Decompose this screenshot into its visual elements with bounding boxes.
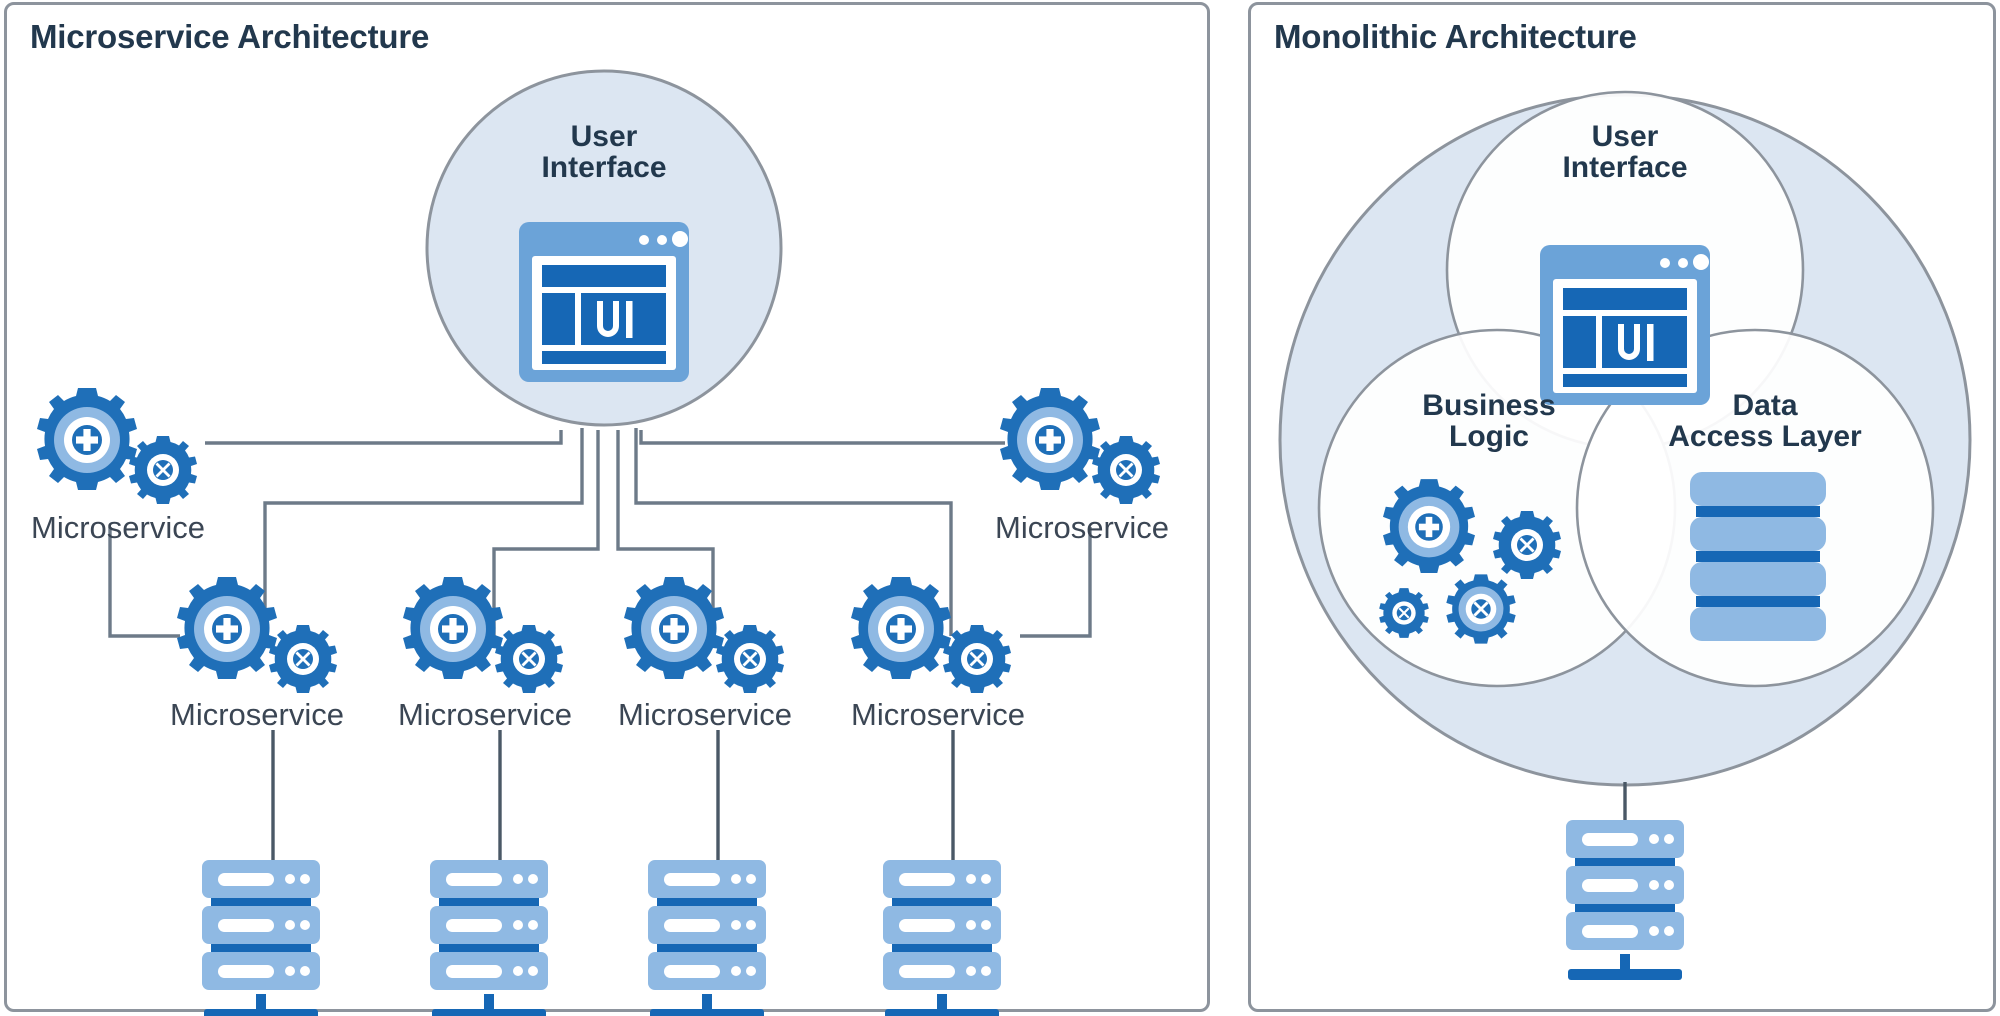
monolith-label-data-access-layer: Data Access Layer xyxy=(1668,389,1862,453)
monolith-label-business-logic: Business Logic xyxy=(1422,389,1556,453)
page-title-microservice: Microservice Architecture xyxy=(30,18,430,55)
microservice-label-upper-left: Microservice xyxy=(31,510,205,545)
microservice-label-lower-4: Microservice xyxy=(851,697,1025,732)
monolith-label-bl-line2: Logic xyxy=(1448,419,1529,453)
monolith-label-dal-line2: Access Layer xyxy=(1668,419,1862,453)
monolith-label-ui-line2: Interface xyxy=(1562,150,1688,184)
microservice-label-lower-1: Microservice xyxy=(170,697,344,732)
ui-circle-label-line2: Interface xyxy=(541,150,667,184)
page-title-monolithic: Monolithic Architecture xyxy=(1274,18,1637,55)
monolith-label-dal-line1: Data xyxy=(1732,389,1798,422)
ui-circle-label-line1: User xyxy=(570,120,638,153)
microservice-label-upper-right: Microservice xyxy=(995,510,1169,545)
monolith-label-user-interface: User Interface xyxy=(1562,120,1688,184)
monolith-label-bl-line1: Business xyxy=(1422,389,1556,422)
ui-circle-label-microservice: User Interface xyxy=(541,120,667,184)
monolith-label-ui-line1: User xyxy=(1591,120,1659,153)
microservice-label-lower-2: Microservice xyxy=(398,697,572,732)
microservice-label-lower-3: Microservice xyxy=(618,697,792,732)
